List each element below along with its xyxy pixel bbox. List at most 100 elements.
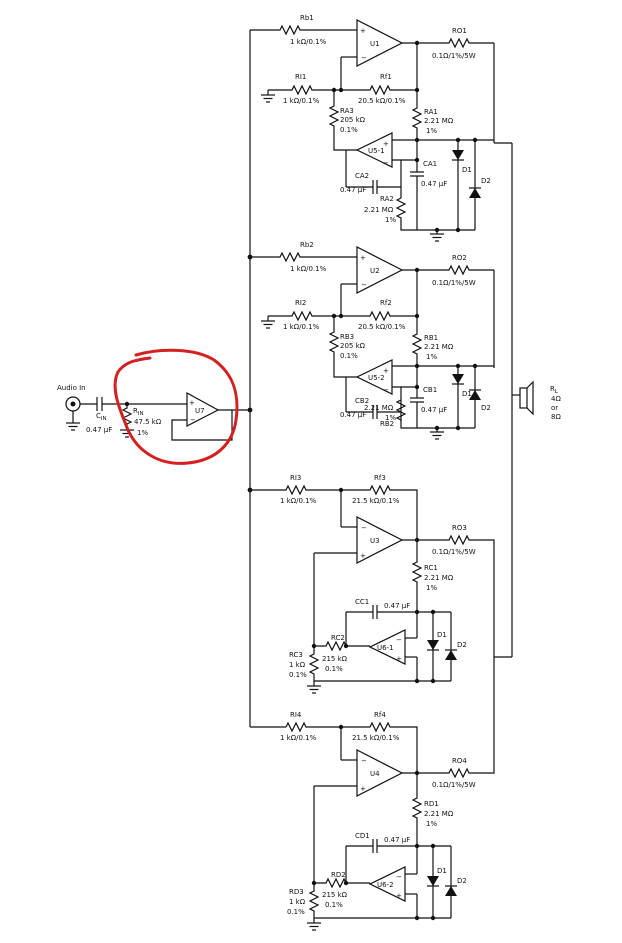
svg-text:+: +: [383, 140, 389, 148]
u3-label: U3: [370, 537, 380, 545]
rb2-resistor: [276, 251, 318, 263]
svg-text:+: +: [360, 254, 366, 262]
ra2-tol: 1%: [385, 216, 396, 224]
d1-label: D1: [462, 166, 472, 174]
rin-ref: R: [133, 407, 138, 415]
ra2-value: 2.21 MΩ: [364, 206, 394, 214]
ri2-ref: RI2: [295, 299, 306, 307]
rc2-resistor: [314, 640, 370, 652]
rin-tolerance: 1%: [137, 429, 148, 437]
u4-opamp: [356, 749, 404, 797]
ri1-value: 1 kΩ/0.1%: [283, 97, 320, 105]
svg-text:−: −: [190, 416, 196, 424]
ground-symbol: [307, 918, 321, 931]
cc1-value: 0.47 µF: [384, 602, 410, 610]
rb1-ref: Rb1: [300, 14, 314, 22]
rb2-ref: Rb2: [300, 241, 314, 249]
ra2-resistor: [395, 197, 458, 231]
ro1-resistor: [445, 37, 494, 49]
svg-text:−: −: [396, 873, 402, 881]
rb2d-value: 2.21 MΩ: [364, 404, 394, 412]
channel-1: Rb1 1 kΩ/0.1% + − U1 RO1 0.1Ω/1%/5W RI1 …: [250, 14, 512, 242]
ri3-resistor: [250, 484, 341, 496]
u3-opamp: [356, 516, 404, 564]
ra1-value: 2.21 MΩ: [424, 117, 454, 125]
cin-value: 0.47 µF: [86, 426, 112, 434]
ri3-ref: RI3: [290, 474, 301, 482]
channel-4: RI4 1 kΩ/0.1% Rf4 21.5 kΩ/0.1% − + U4 RO…: [250, 657, 495, 931]
cin-capacitor: [96, 397, 103, 411]
ground-symbol: [66, 422, 80, 431]
rc2-value: 215 kΩ: [322, 655, 348, 663]
audio-in-label: Audio In: [57, 384, 86, 392]
svg-text:+: +: [360, 27, 366, 35]
d2-label: D2: [457, 641, 467, 649]
rf1-resistor: [341, 84, 417, 96]
rf1-ref: Rf1: [380, 73, 392, 81]
d2-diode: [445, 886, 457, 896]
input-stage: Audio In CIN 0.47 µF RIN 47.5 kΩ 1% + − …: [57, 348, 253, 465]
rf2-value: 20.5 kΩ/0.1%: [358, 323, 406, 331]
d1-label: D1: [437, 631, 447, 639]
ro2-value: 0.1Ω/1%/5W: [432, 279, 476, 287]
rl-sub: L: [555, 389, 559, 395]
svg-text:−: −: [361, 524, 367, 532]
ri3-value: 1 kΩ/0.1%: [280, 497, 317, 505]
u4-label: U4: [370, 770, 380, 778]
rc1-tol: 1%: [426, 584, 437, 592]
ra3-value: 205 kΩ: [340, 116, 366, 124]
ri1-ref: RI1: [295, 73, 306, 81]
load-speaker: RL 4Ω or 8Ω: [494, 143, 561, 658]
ra2-ref: RA2: [380, 195, 394, 203]
rc2-tol: 0.1%: [325, 665, 343, 673]
ro4-value: 0.1Ω/1%/5W: [432, 781, 476, 789]
ground-symbol: [307, 681, 321, 694]
u5-1-label: U5-1: [368, 147, 385, 155]
ca2-ref: CA2: [355, 172, 369, 180]
svg-text:RL: RL: [550, 385, 559, 395]
rb2d-ref: RB2: [380, 420, 394, 428]
rd3-resistor: [308, 883, 451, 919]
u6-2-opamp: [368, 866, 406, 902]
ro2-ref: RO2: [452, 254, 467, 262]
u1-label: U1: [370, 40, 380, 48]
rc1-value: 2.21 MΩ: [424, 574, 454, 582]
rin-value: 47.5 kΩ: [134, 418, 162, 426]
d1-label: D1: [462, 390, 472, 398]
rb2-value: 1 kΩ/0.1%: [290, 265, 327, 273]
rl-v1: 4Ω: [551, 395, 561, 403]
rl-v3: 8Ω: [551, 413, 561, 421]
ro4-ref: RO4: [452, 757, 467, 765]
ri4-ref: RI4: [290, 711, 302, 719]
rb1-divider-resistor: [411, 316, 423, 366]
rl-v2: or: [551, 404, 558, 412]
rc1-resistor: [411, 540, 423, 612]
d2-label: D2: [457, 877, 467, 885]
rc1-ref: RC1: [424, 564, 438, 572]
d1-diode: [427, 640, 439, 650]
d2-diode: [445, 650, 457, 660]
ra1-resistor: [411, 90, 423, 140]
svg-text:+: +: [189, 399, 195, 407]
rb1d-tol: 1%: [426, 353, 437, 361]
svg-text:−: −: [361, 54, 367, 62]
ri2-value: 1 kΩ/0.1%: [283, 323, 320, 331]
ro3-value: 0.1Ω/1%/5W: [432, 548, 476, 556]
rb3-resistor: [328, 316, 357, 378]
cc1-ref: CC1: [355, 598, 369, 606]
svg-text:−: −: [361, 281, 367, 289]
ro2-resistor: [445, 264, 494, 276]
ca1-ref: CA1: [423, 160, 437, 168]
cb2-ref: CB2: [355, 397, 369, 405]
rb2-divider-resistor: [395, 399, 475, 429]
u2-opamp: [356, 246, 404, 294]
u5-1-opamp: [355, 132, 393, 168]
rf4-value: 21.5 kΩ/0.1%: [352, 734, 400, 742]
ground-symbol: [261, 316, 275, 329]
rb2d-tol: 1%: [385, 414, 396, 422]
ro3-resistor: [445, 534, 495, 657]
ca1-value: 0.47 µF: [421, 180, 447, 188]
channel-2: Rb2 1 kΩ/0.1% + − U2 RO2 0.1Ω/1%/5W RI2 …: [247, 241, 495, 440]
ri1-resistor: [268, 84, 341, 96]
